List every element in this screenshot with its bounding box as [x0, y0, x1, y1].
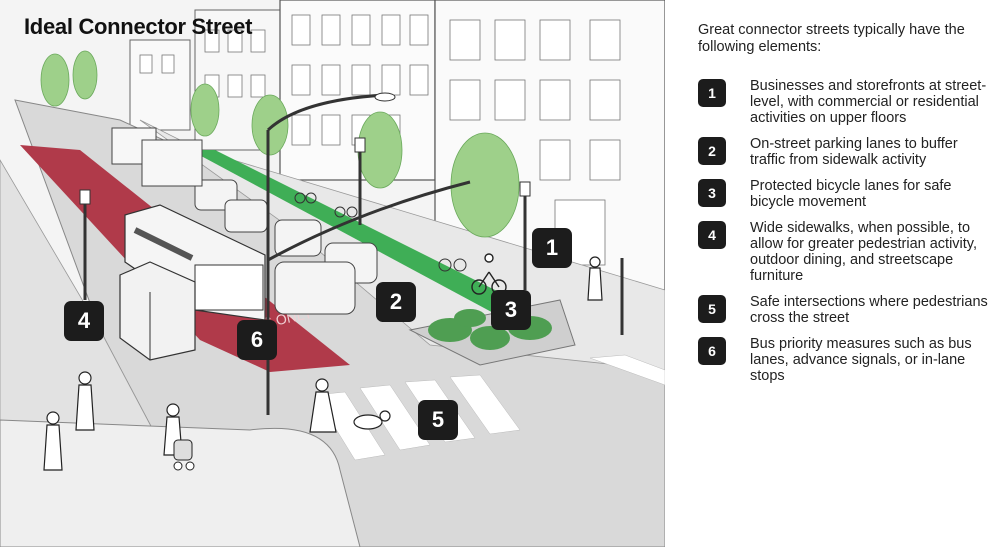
legend-badge-5: 5 [698, 295, 726, 323]
legend-item-1: 1 Businesses and storefronts at street-l… [698, 78, 988, 126]
illustration-title: Ideal Connector Street [24, 14, 253, 39]
legend: Great connector streets typically have t… [698, 22, 988, 394]
bus-shelter [119, 261, 196, 361]
bus [124, 204, 266, 321]
legend-item-2: 2 On-street parking lanes to buffer traf… [698, 136, 988, 168]
legend-badge-4: 4 [698, 221, 726, 249]
crosswalk [314, 354, 665, 461]
stroller [173, 439, 195, 471]
legend-text-4: Wide sidewalks, when possible, to allow … [750, 220, 978, 284]
legend-intro: Great connector streets typically have t… [698, 22, 965, 55]
bike-lane [190, 150, 555, 330]
legend-text-6: Bus priority measures such as bus lanes,… [750, 336, 972, 384]
street-trees [40, 50, 520, 238]
legend-badge-1: 1 [698, 79, 726, 107]
legend-badge-6: 6 [698, 337, 726, 365]
marker-1: 1 [532, 228, 572, 268]
marker-2: 2 [376, 282, 416, 322]
legend-text-1: Businesses and storefronts at street-lev… [750, 78, 987, 126]
legend-item-6: 6 Bus priority measures such as bus lane… [698, 336, 988, 384]
marker-4: 4 [64, 301, 104, 341]
legend-item-3: 3 Protected bicycle lanes for safe bicyc… [698, 178, 988, 210]
marker-5: 5 [418, 400, 458, 440]
marker-6: 6 [237, 320, 277, 360]
dog [353, 410, 391, 430]
trucks [111, 127, 203, 187]
streetlight-heads [79, 92, 531, 205]
legend-text-2: On-street parking lanes to buffer traffi… [750, 136, 958, 168]
streetlights [83, 93, 624, 415]
legend-text-5: Safe intersections where pedestrians cro… [750, 294, 988, 326]
legend-text-3: Protected bicycle lanes for safe bicycle… [750, 178, 952, 210]
cyclist [471, 253, 507, 295]
parked-cars [194, 179, 378, 315]
pedestrians [43, 256, 603, 471]
legend-item-4: 4 Wide sidewalks, when possible, to allo… [698, 220, 988, 284]
legend-badge-3: 3 [698, 179, 726, 207]
marker-3: 3 [491, 290, 531, 330]
parked-bicycles [294, 192, 467, 272]
legend-item-5: 5 Safe intersections where pedestrians c… [698, 294, 988, 326]
street-illustration: BUS ONLY [0, 0, 665, 547]
legend-badge-2: 2 [698, 137, 726, 165]
